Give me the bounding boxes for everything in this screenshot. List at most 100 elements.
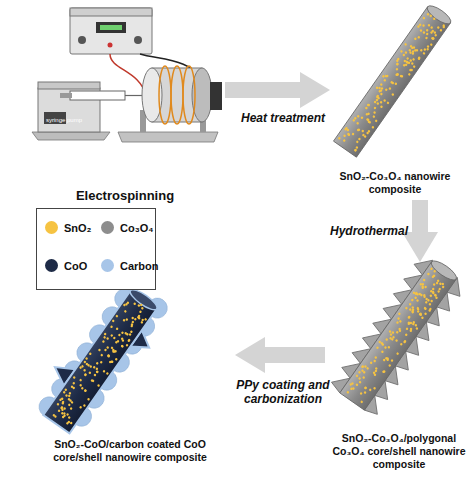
particle-dot: [137, 304, 140, 307]
particle-dot: [66, 413, 69, 416]
particle-dot: [130, 330, 133, 333]
particle-dot: [372, 115, 375, 118]
legend-label: Co₃O₄: [120, 222, 154, 234]
particle-dot: [81, 365, 84, 368]
particle-dot: [412, 58, 415, 61]
particle-dot: [409, 308, 412, 311]
particle-dot: [355, 383, 358, 386]
process-arrow: [265, 347, 325, 363]
particle-dot: [364, 365, 367, 368]
particle-dot: [358, 137, 361, 140]
particle-dot: [437, 26, 440, 29]
nanowire-illustration: [333, 3, 453, 157]
particle-dot: [110, 325, 113, 328]
particle-dot: [87, 398, 90, 401]
particle-dot: [442, 25, 445, 28]
particle-dot: [400, 50, 403, 53]
particle-dot: [65, 394, 68, 397]
particle-dot: [412, 322, 415, 325]
particle-dot: [378, 86, 381, 89]
particle-dot: [426, 45, 429, 48]
particle-dot: [398, 312, 401, 315]
process-arrow: [225, 82, 300, 98]
particle-dot: [79, 406, 82, 409]
particle-dot: [83, 404, 86, 407]
legend-label: SnO₂: [64, 222, 92, 234]
particle-dot: [358, 371, 361, 374]
particle-dot: [429, 294, 432, 297]
particle-dot: [422, 278, 425, 281]
particle-dot: [70, 385, 73, 388]
particle-dot: [83, 369, 86, 372]
particle-dot: [383, 99, 386, 102]
particle-dot: [387, 346, 390, 349]
legend-item: Carbon: [101, 259, 159, 272]
particle-dot: [125, 344, 128, 347]
particle-dot: [79, 378, 82, 381]
particle-dot: [347, 133, 350, 136]
particle-dot: [115, 327, 118, 330]
process-arrow: [412, 200, 428, 232]
particle-dot: [97, 384, 100, 387]
particle-dot: [367, 103, 370, 106]
particle-dot: [391, 331, 394, 334]
particle-dot: [386, 101, 389, 104]
particle-dot: [412, 65, 415, 68]
particle-dot: [352, 387, 355, 390]
particle-dot: [68, 416, 71, 419]
particle-dot: [426, 13, 429, 16]
node-label: SnO₂-Co₃O₄ nanowire composite: [335, 170, 455, 196]
particle-dot: [60, 406, 63, 409]
particle-dot: [396, 331, 399, 334]
particle-dot: [396, 73, 399, 76]
particle-dot: [125, 318, 128, 321]
particle-dot: [382, 370, 385, 373]
particle-dot: [433, 17, 436, 20]
particle-dot: [408, 49, 411, 52]
particle-dot: [79, 384, 82, 387]
particle-dot: [110, 334, 113, 337]
particle-dot: [420, 293, 423, 296]
particle-dot: [403, 340, 406, 343]
particle-dot: [355, 146, 358, 149]
particle-dot: [408, 73, 411, 76]
particle-dot: [110, 360, 113, 363]
particle-dot: [394, 82, 397, 85]
particle-dot: [131, 316, 134, 319]
particle-dot: [407, 322, 410, 325]
particle-dot: [88, 371, 91, 374]
particle-dot: [372, 371, 375, 374]
particle-dot: [125, 303, 128, 306]
particle-dot: [400, 75, 403, 78]
particle-dot: [412, 291, 415, 294]
particle-dot: [52, 413, 55, 416]
particle-dot: [374, 356, 377, 359]
particle-dot: [120, 344, 123, 347]
particle-dot: [380, 342, 383, 345]
particle-dot: [113, 336, 116, 339]
particle-dot: [419, 313, 422, 316]
particle-dot: [385, 88, 388, 91]
particle-dot: [396, 62, 399, 65]
particle-dot: [441, 282, 444, 285]
particle-dot: [416, 308, 419, 311]
particle-dot: [417, 56, 420, 59]
particle-dot: [422, 24, 425, 27]
particle-dot: [115, 314, 118, 317]
particle-dot: [411, 46, 414, 49]
step-label: Heat treatment: [228, 111, 338, 125]
particle-dot: [397, 317, 400, 320]
particle-dot: [367, 112, 370, 115]
particle-dot: [343, 134, 346, 137]
step-label: PPy coating and carbonization: [228, 378, 338, 407]
particle-dot: [354, 148, 357, 151]
particle-dot: [431, 37, 434, 40]
particle-dot: [380, 83, 383, 86]
particle-dot: [95, 370, 98, 373]
particle-dot: [100, 353, 103, 356]
particle-dot: [61, 412, 64, 415]
particle-dot: [376, 102, 379, 105]
particle-dot: [395, 339, 398, 342]
legend-swatch: [45, 221, 58, 234]
